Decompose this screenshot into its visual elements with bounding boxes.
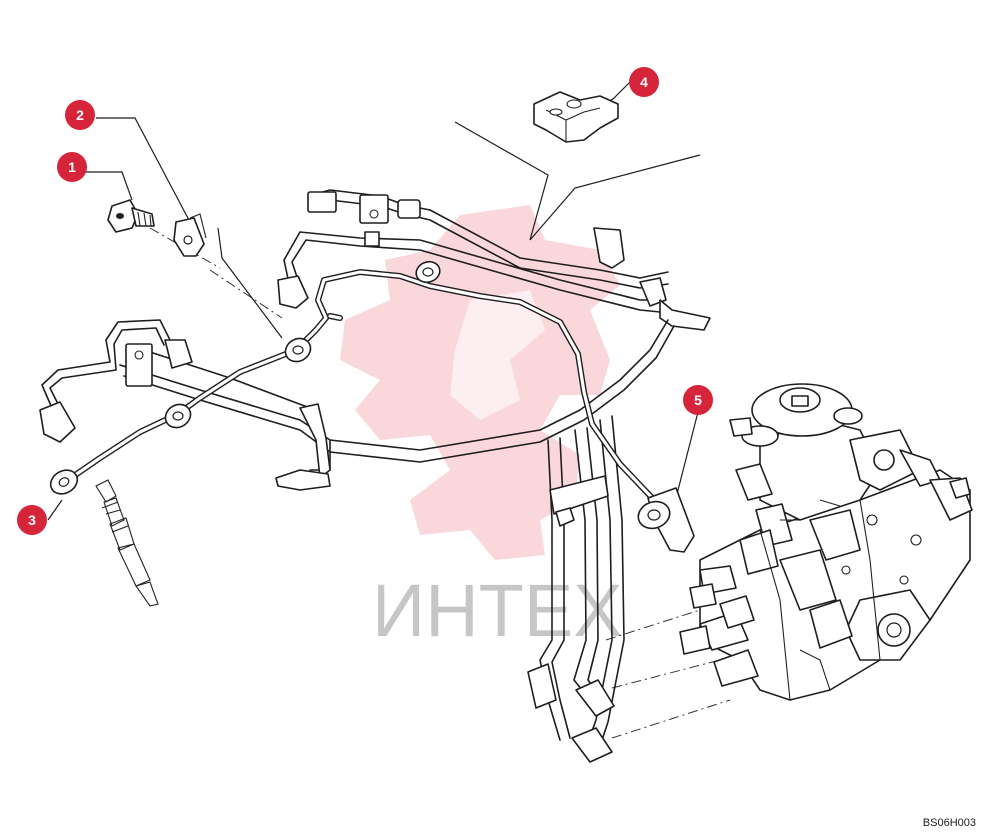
banjo-bolt-part-1	[107, 199, 155, 233]
callout-3-marker	[17, 505, 47, 535]
watermark-text: ИНТЕХ	[372, 569, 623, 652]
callout-1[interactable]: 1	[57, 152, 87, 182]
injector	[95, 479, 159, 607]
drawing-code: BS06H003	[923, 817, 976, 829]
callout-5-marker	[683, 385, 713, 415]
banjo-eye-end-left	[49, 469, 79, 495]
callout-3[interactable]: 3	[17, 505, 47, 535]
callout-2-label: 2	[76, 107, 84, 123]
vertical-pipes	[527, 415, 625, 763]
lower-injector-pipes	[39, 319, 675, 491]
callout-1-label: 1	[68, 159, 76, 175]
injection-pump	[679, 383, 973, 701]
leak-off-line	[65, 269, 659, 505]
callout-3-label: 3	[28, 512, 36, 528]
callout-4[interactable]: 4	[629, 67, 659, 97]
callout-5-label: 5	[694, 392, 702, 408]
upper-injector-pipes	[277, 189, 711, 331]
banjo-eye-upper	[284, 337, 312, 363]
clamp-part-2	[173, 213, 207, 257]
pipe-clamp-part-4	[533, 91, 619, 143]
callout-1-marker	[57, 152, 87, 182]
return-hose-end-part-5	[637, 487, 695, 553]
banjo-eye-top	[415, 260, 441, 284]
callout-2-marker	[65, 100, 95, 130]
callout-4-marker	[629, 67, 659, 97]
banjo-eye-middle	[164, 403, 192, 429]
callout-5[interactable]: 5	[683, 385, 713, 415]
callout-4-label: 4	[640, 74, 648, 90]
callout-2[interactable]: 2	[65, 100, 95, 130]
